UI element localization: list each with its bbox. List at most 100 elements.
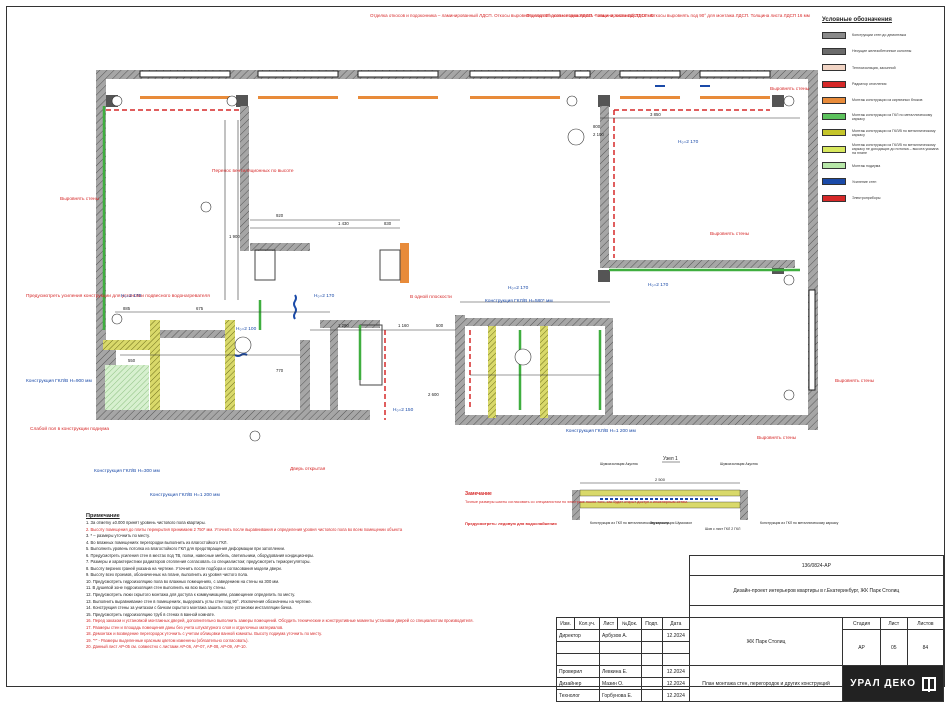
- sheet-label: Лист: [879, 617, 908, 630]
- sheet-number: 05: [879, 629, 908, 666]
- node-callout: Шумоизоляция Акустик: [720, 462, 758, 466]
- note-item: 17. Размеры стен и площадь помещения дан…: [86, 624, 284, 630]
- note-item: 4. Во влажных помещениях перегородки вып…: [86, 539, 228, 545]
- callout-right: Отделка откосов и подоконника – ламиниро…: [526, 12, 810, 18]
- legend-swatch: [822, 31, 846, 39]
- note-item: 1. За отметку ±0.000 принят уровень чист…: [86, 520, 206, 525]
- name-blank: [599, 641, 642, 654]
- logo-text: УРАЛ ДЕКО: [850, 677, 917, 689]
- legend-item: Монтаж конструкции из ГКЛ/В по металличе…: [822, 125, 940, 141]
- label-h-2170: H₀=2 170: [678, 139, 699, 145]
- dim-text: 2 600: [428, 392, 439, 397]
- label-h-2100: H₀=2 100: [236, 326, 257, 332]
- note-item: 7. Размеры и характеристики радиаторов о…: [86, 559, 311, 565]
- dim-text: 1 160: [398, 323, 409, 328]
- red-note-text: Точные размеры шахты согласовать со спец…: [465, 500, 688, 504]
- label-level-wall: Выровнять стены: [710, 231, 750, 237]
- red-note-ref: Предусмотреть: ледовую для водоснабжения: [465, 521, 557, 526]
- note-item: 2. Высоту помещения до плиты перекрытия …: [86, 526, 403, 532]
- dim-text: 830: [384, 221, 392, 226]
- note-item: 5. Выполнить уровень потолка из влагосто…: [86, 546, 285, 552]
- title-block-header-row: Изм. Кол.уч. Лист №Док. Подп. Дата ЖК Па…: [555, 617, 945, 666]
- legend-item: Монтаж подиума: [822, 157, 940, 173]
- dim-text: 2 100: [593, 132, 604, 137]
- dim-text: 3 850: [650, 112, 661, 117]
- legend-label: Электроприборы: [852, 196, 881, 201]
- date-blank: [661, 653, 690, 666]
- person-name: Арбузов А.: [599, 629, 642, 642]
- dim-text: 800: [593, 124, 601, 129]
- date-blank: [661, 641, 690, 654]
- dim-text: 550: [128, 358, 136, 363]
- callout-left: Отделка откосов и подоконника – ламиниро…: [370, 12, 654, 18]
- note-item: 11. В душевой зоне гидроизоляция стен вы…: [86, 585, 226, 591]
- role: Директор: [556, 629, 600, 642]
- dim-text: 675: [196, 306, 204, 311]
- logo-mark-icon: [922, 676, 937, 692]
- legend-item: Монтаж конструкции из ГКЛ/В по металличе…: [822, 141, 940, 157]
- label-door-open: Дверь открытая: [290, 466, 326, 472]
- note-item: 10. Предусмотреть гидроизоляцию пола во …: [86, 578, 280, 584]
- legend-item: Монтаж конструкции из кирпичных блоков: [822, 92, 940, 108]
- sheets-count: 84: [906, 629, 945, 666]
- note-item: 3. * – размеры уточнить по месту.: [86, 533, 150, 539]
- signature: [640, 677, 663, 690]
- note-item: 13. Выполнить выравнивание стен в помеще…: [86, 598, 312, 604]
- note-item: 12. Предусмотреть люки скрытого монтажа …: [86, 592, 296, 598]
- legend-swatch: [822, 194, 846, 202]
- signature: [640, 629, 663, 642]
- label-gkl-580: Конструкция ГКЛ/В H=580* мм: [485, 298, 553, 304]
- legend-title: Условные обозначения: [822, 17, 892, 23]
- drawing-sheet: [6, 6, 945, 687]
- legend-item: Несущие железобетонные колонны: [822, 43, 940, 59]
- node-dim: 2 500: [655, 477, 666, 482]
- window-sills: [140, 96, 770, 99]
- col-header: Изм.: [555, 617, 576, 630]
- legend-label: Монтаж подиума: [852, 163, 881, 168]
- note-item: 14. Конструкция стены за унитазом с бачк…: [86, 605, 293, 611]
- label-pvs-note: Перенос вентиляционных по высоте: [212, 168, 294, 174]
- legend-label: Монтаж конструкции из кирпичных блоков: [852, 98, 923, 103]
- drawing-code: 136/0824-АР: [688, 555, 945, 576]
- object-name: ЖК Парк Столиц: [688, 617, 844, 666]
- elevation-markers: [111, 95, 795, 442]
- node-1-detail: Узел 1 2 500 Шумоизоляция Акустик Шумоиз…: [572, 456, 839, 531]
- note-item: 6. Предусмотреть усиления стен в местах …: [86, 552, 315, 558]
- title-block: 136/0824-АР Дизайн-проект интерьеров ква…: [555, 555, 945, 702]
- legend-swatch: [822, 129, 846, 137]
- legend-swatch: [822, 80, 846, 88]
- legend-label: Теплоизоляция, засыпной: [852, 65, 896, 70]
- label-gkl-right: Конструкция ГКЛ/В H=1 200 мм: [566, 428, 636, 434]
- node-title: Узел 1: [663, 456, 678, 462]
- date: 12.2024: [661, 689, 690, 702]
- legend-swatch: [822, 162, 846, 170]
- node-callout: Шов с лист ГКЛ 2 ГКЛ: [705, 527, 741, 531]
- legend-swatch: [822, 64, 846, 72]
- label-install-consider: Предусмотреть усиления конструкции для у…: [26, 293, 210, 299]
- legend-swatch: [822, 113, 846, 121]
- legend-item: Теплоизоляция, засыпной: [822, 60, 940, 76]
- label-level-wall: Выровнять стены: [60, 196, 100, 202]
- label-gkl-300: Конструкция ГКЛ/В H=300 мм: [94, 468, 160, 474]
- col-header: №Док.: [617, 617, 642, 630]
- node-callout: Шумоизоляция Акустик: [600, 462, 638, 466]
- label-h-2170: H₀=2 170: [648, 282, 669, 288]
- gkl-lines: [102, 106, 800, 410]
- stage-label: Стадия: [842, 617, 881, 630]
- legend-label: Монтаж конструкции из ГКЛ/В по металличе…: [852, 128, 936, 137]
- notes-title: Примечание: [86, 513, 120, 519]
- legend-item: Усиление стен: [822, 174, 940, 190]
- role: Проверил: [556, 665, 600, 678]
- label-h-2170: H₀=2 170: [121, 293, 142, 299]
- legend-swatch: [822, 145, 846, 153]
- red-dash-lines: [106, 109, 770, 420]
- note-item: 15. Предусмотреть гидроизоляцию труб в с…: [86, 611, 216, 617]
- title-block-gap: [688, 605, 945, 618]
- legend-swatch: [822, 47, 846, 55]
- label-gkl-1200: Конструкция ГКЛ/В H=1 200 мм: [150, 492, 220, 498]
- title-block-row: Директор Арбузов А. 12.2024 АР 05 84: [556, 629, 945, 666]
- signature: [640, 653, 663, 666]
- notes-list: 1. За отметку ±0.000 принят уровень чист…: [86, 520, 556, 651]
- legend-swatch: [822, 96, 846, 104]
